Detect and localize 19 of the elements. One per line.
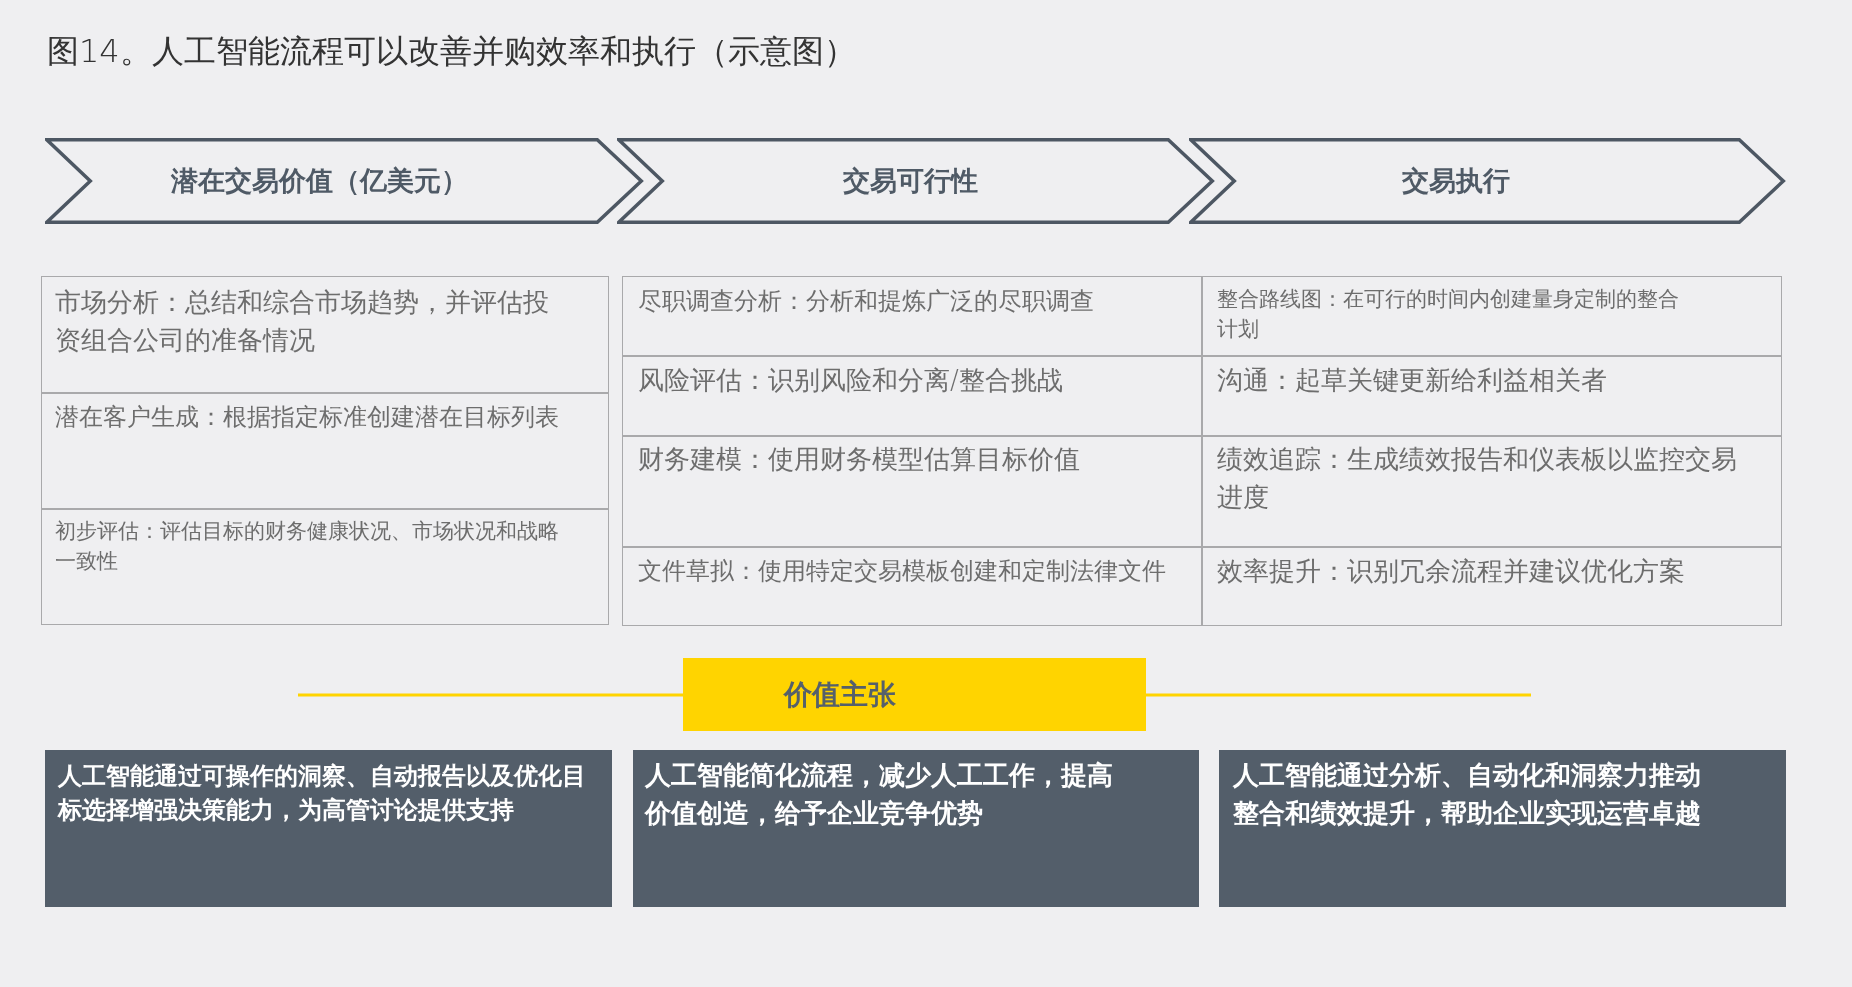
table-cell: 初步评估：评估目标的财务健康状况、市场状况和战略一致性 <box>41 508 609 625</box>
summary-box: 人工智能通过可操作的洞察、自动报告以及优化目标选择增强决策能力，为高管讨论提供支持 <box>45 750 612 907</box>
table-cell: 沟通：起草关键更新给利益相关者 <box>1201 355 1782 437</box>
table-cell: 绩效追踪：生成绩效报告和仪表板以监控交易进度 <box>1201 435 1782 548</box>
table-cell: 整合路线图：在可行的时间内创建量身定制的整合计划 <box>1201 276 1782 357</box>
step-title: 交易可行性 <box>842 164 978 198</box>
step-title: 交易执行 <box>1402 164 1510 198</box>
table-cell: 财务建模：使用财务模型估算目标价值 <box>622 435 1203 548</box>
table-cell: 尽职调查分析：分析和提炼广泛的尽职调查 <box>622 276 1203 357</box>
table-cell: 潜在客户生成：根据指定标准创建潜在目标列表 <box>41 392 609 510</box>
step-title: 潜在交易价值（亿美元） <box>170 164 468 198</box>
summary-box: 人工智能通过分析、自动化和洞察力推动整合和绩效提升，帮助企业实现运营卓越 <box>1219 750 1786 907</box>
table-cell: 文件草拟：使用特定交易模板创建和定制法律文件 <box>622 546 1203 626</box>
table-cell: 风险评估：识别风险和分离/整合挑战 <box>622 355 1203 437</box>
table-cell: 效率提升：识别冗余流程并建议优化方案 <box>1201 546 1782 626</box>
title: 图14。人工智能流程可以改善并购效率和执行（示意图） <box>47 31 856 72</box>
heading-bar: 价值主张 <box>683 658 1146 731</box>
table-cell: 市场分析：总结和综合市场趋势，并评估投资组合公司的准备情况 <box>41 276 609 394</box>
summary-box: 人工智能简化流程，减少人工工作，提高价值创造，给予企业竞争优势 <box>633 750 1199 907</box>
